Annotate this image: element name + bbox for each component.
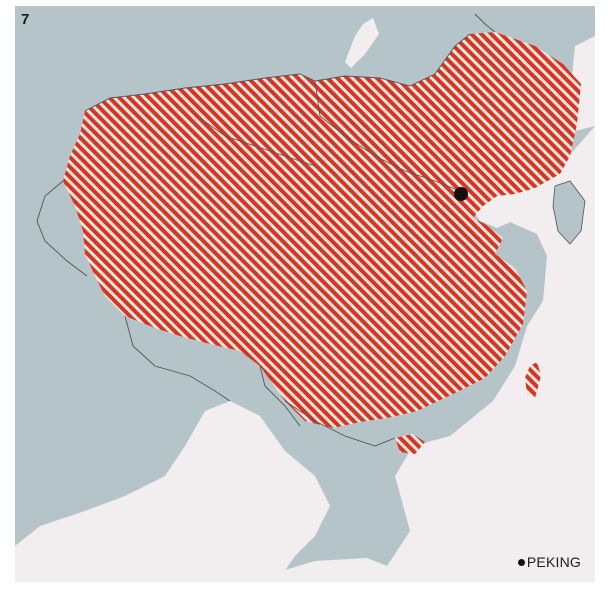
border-lines — [36, 13, 496, 447]
historical-map: 7 PEKING — [15, 6, 595, 582]
empire-territory — [63, 32, 581, 428]
panel-number: 7 — [21, 11, 30, 28]
peking-capital-marker — [454, 187, 468, 201]
sri-lanka-land — [53, 544, 69, 572]
indochina-land — [15, 401, 330, 582]
black-dot-icon — [517, 558, 525, 566]
map-legend: PEKING — [517, 554, 581, 570]
korea-land — [552, 180, 586, 245]
southeast-land — [245, 126, 595, 582]
legend-label: PEKING — [526, 554, 581, 570]
taiwan-territory — [525, 362, 541, 398]
hainan-territory — [395, 434, 425, 454]
island-north — [345, 18, 379, 68]
map-canvas — [15, 6, 595, 582]
